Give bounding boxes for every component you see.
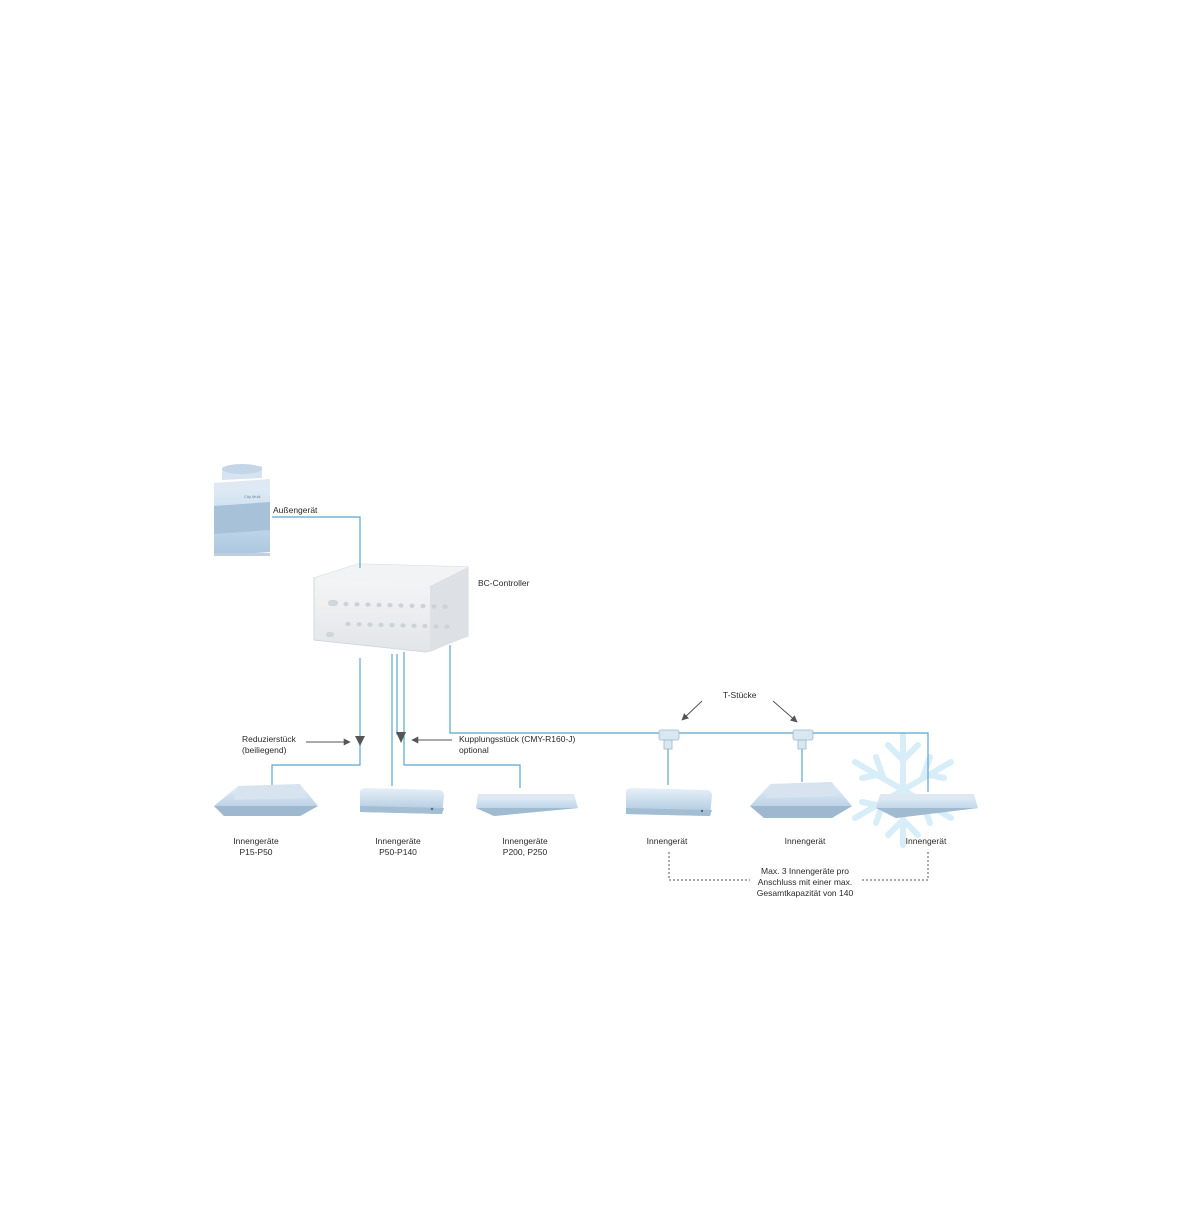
bc-port <box>442 604 448 609</box>
indoor-unit-ceiling-icon <box>876 794 978 818</box>
bc-port <box>376 602 382 608</box>
indoor-unit-label-line2: P15-P50 <box>239 847 273 857</box>
indoor-unit-label: Innengeräte P50-P140 <box>375 836 420 858</box>
bc-controller-icon <box>313 563 469 653</box>
coupling-arrow <box>396 732 452 744</box>
reducer-label-line1: Reduzierstück <box>242 734 296 744</box>
indoor-unit-label-line1: Innengeräte <box>233 836 279 846</box>
bc-controller-label: BC-Controller <box>478 578 530 588</box>
bc-port <box>365 602 371 607</box>
bc-port <box>422 623 428 629</box>
capacity-note-line1: Max. 3 Innengeräte pro <box>761 866 849 876</box>
refrigerant-piping <box>271 516 929 792</box>
indoor-unit-cassette-icon <box>214 784 318 816</box>
bc-port <box>345 621 351 627</box>
indoor-unit-cassette-icon <box>750 782 852 818</box>
outdoor-unit-label: Außengerät <box>273 505 318 515</box>
indoor-unit-label: Innengerät <box>784 836 826 846</box>
indoor-unit-ceiling-icon <box>476 794 578 816</box>
capacity-note-line2: Anschluss mit einer max. <box>757 877 853 887</box>
reducer-label: Reduzierstück (beiliegend) <box>242 734 296 756</box>
bc-port <box>433 624 439 629</box>
t-piece-icon <box>658 729 680 750</box>
bc-port <box>400 623 406 628</box>
bc-port <box>409 603 415 608</box>
bc-port <box>367 622 373 627</box>
capacity-bracket <box>668 852 929 881</box>
bc-port <box>378 622 384 628</box>
coupling-label: Kupplungsstück (CMY-R160-J) optional <box>459 734 575 756</box>
capacity-note: Max. 3 Innengeräte pro Anschluss mit ein… <box>757 866 853 899</box>
reducer-label-line2: (beiliegend) <box>242 745 287 755</box>
bc-port <box>420 603 426 609</box>
indoor-unit-label: Innengerät <box>646 836 688 846</box>
bc-port <box>356 622 362 627</box>
bc-port <box>431 604 437 609</box>
bc-port <box>387 603 393 608</box>
t-piece-arrow-right <box>772 700 798 723</box>
coupling-label-line2: optional <box>459 745 489 755</box>
outdoor-unit-icon <box>214 464 270 556</box>
indoor-unit-wall-icon <box>626 788 712 816</box>
indoor-unit-label: Innengeräte P15-P50 <box>233 836 278 858</box>
indoor-unit-label-line1: Innengeräte <box>502 836 548 846</box>
indoor-unit-label-line2: P200, P250 <box>502 847 548 857</box>
outdoor-unit-brand: City Multi <box>244 494 261 499</box>
t-pieces-label: T-Stücke <box>723 690 757 700</box>
coupling-label-line1: Kupplungsstück (CMY-R160-J) <box>459 734 576 744</box>
indoor-unit-wall-icon <box>360 788 444 814</box>
t-piece-arrow-left <box>681 700 703 721</box>
reducer-arrow <box>306 736 365 746</box>
capacity-note-line3: Gesamtkapazität von 140 <box>756 888 854 898</box>
bc-port <box>343 601 349 607</box>
snowflake-icon <box>852 732 954 848</box>
bc-port <box>411 623 417 628</box>
indoor-unit-label-line2: P50-P140 <box>379 847 417 857</box>
indoor-unit-label: Innengerät <box>905 836 947 846</box>
indoor-unit-label-line1: Innengeräte <box>375 836 421 846</box>
indoor-unit-label: Innengeräte P200, P250 <box>502 836 547 858</box>
t-piece-icon <box>792 729 814 750</box>
bc-port <box>354 602 360 607</box>
bc-port <box>398 603 404 608</box>
bc-port <box>389 623 395 628</box>
bc-port <box>444 624 450 629</box>
